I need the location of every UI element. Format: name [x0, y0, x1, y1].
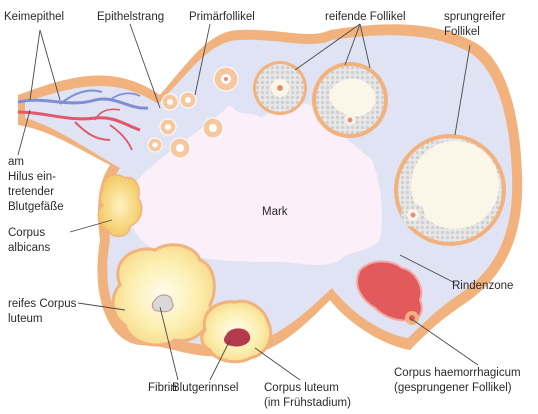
- corpus-haemorrhagicum: [356, 260, 423, 325]
- early-corpus-luteum: [200, 299, 273, 364]
- hilus-blood-vessels: [17, 89, 149, 151]
- leader-lines: [17, 23, 479, 381]
- label-epithelstrang: Epithelstrang: [97, 11, 164, 23]
- label-reifes-cl-1: reifes Corpus: [8, 298, 77, 310]
- maturing-follicles: [253, 61, 388, 138]
- label-corpus-albicans-2: albicans: [8, 242, 50, 254]
- primary-follicles: [147, 66, 239, 159]
- label-primaerfollikel: Primärfollikel: [189, 11, 255, 23]
- label-cl-frueh-1: Corpus luteum: [264, 382, 339, 394]
- mature-corpus-luteum: [111, 243, 216, 347]
- label-hilus-4: Blutgefäße: [8, 201, 64, 213]
- label-reifes-cl-2: luteum: [8, 313, 43, 325]
- label-sprungreifer-2: Follikel: [444, 26, 480, 38]
- labels: Keimepithel Epithelstrang Primärfollikel…: [4, 11, 521, 409]
- label-keimepithel: Keimepithel: [4, 11, 64, 23]
- label-hilus-2: Hilus ein-: [8, 171, 56, 183]
- graafian-follicle: [394, 134, 506, 246]
- label-mark: Mark: [262, 206, 288, 218]
- label-hilus-1: am: [8, 156, 24, 168]
- label-haemorrhagicum-1: Corpus haemorrhagicum: [394, 367, 521, 379]
- label-blutgerinnsel: Blutgerinnsel: [172, 382, 238, 394]
- label-hilus-3: tretender: [8, 186, 54, 198]
- label-fibrin: Fibrin: [148, 382, 177, 394]
- label-cl-frueh-2: (im Frühstadium): [264, 397, 351, 409]
- label-reifende-follikel: reifende Follikel: [325, 11, 406, 23]
- label-rindenzone: Rindenzone: [452, 280, 513, 292]
- label-haemorrhagicum-2: (gesprungener Follikel): [394, 382, 512, 394]
- label-sprungreifer-1: sprungreifer: [444, 11, 506, 23]
- label-corpus-albicans-1: Corpus: [8, 227, 45, 239]
